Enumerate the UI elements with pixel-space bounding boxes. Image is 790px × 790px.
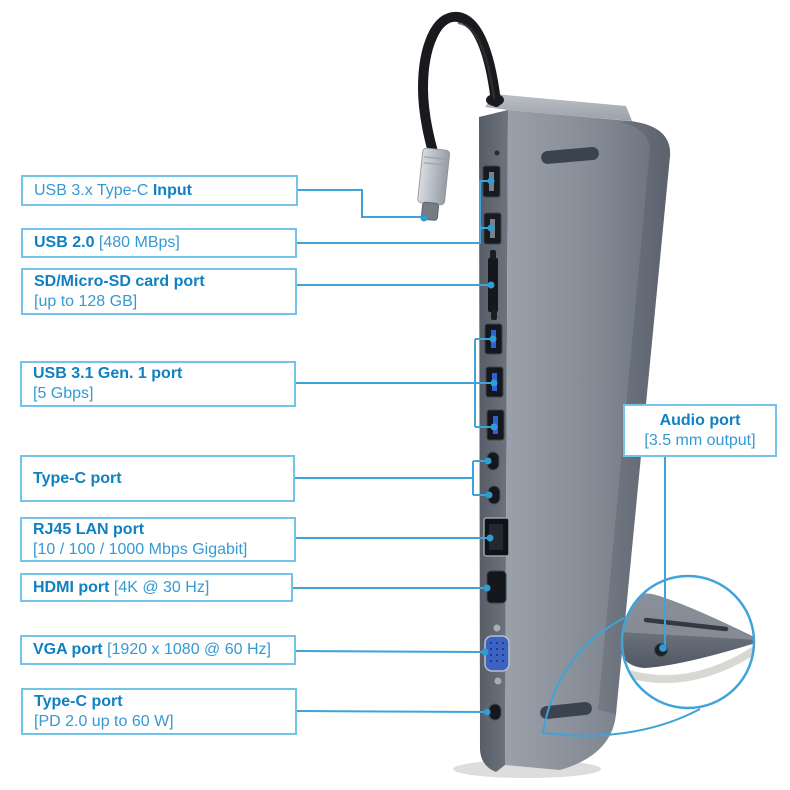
type-c-pd-port [488, 703, 502, 721]
device-top-face [485, 94, 632, 121]
callout-vga: VGA port [1920 x 1080 @ 60 Hz] [20, 635, 296, 665]
callout-text-bold: USB 2.0 [34, 234, 95, 251]
callout-text-bold: USB 3.1 Gen. 1 port [33, 365, 183, 382]
reset-pinhole [494, 150, 500, 156]
port-column [482, 150, 510, 721]
callout-type-c-pd: Type-C port [PD 2.0 up to 60 W] [21, 688, 297, 735]
magnified-device-corner [622, 593, 754, 684]
leader-vga [295, 650, 483, 653]
callout-text-bold: RJ45 LAN port [33, 520, 145, 538]
sd-microsd-slot [488, 250, 498, 320]
vga-port [484, 635, 510, 672]
device-front-face [505, 110, 671, 770]
magnifier-tail [542, 617, 625, 734]
screw-bottom [493, 676, 503, 686]
callout-usb-2-0: USB 2.0 [480 MBps] [21, 228, 297, 258]
callout-text-bold: Type-C port [33, 469, 122, 487]
rubber-pad-bottom [540, 701, 592, 720]
callout-usb-c-input: USB 3.x Type-C Input [21, 175, 298, 206]
callout-text-bold: VGA port [33, 641, 103, 658]
leader-type-c [295, 460, 486, 496]
rubber-pad-top [541, 147, 599, 164]
callout-rj45-lan: RJ45 LAN port [10 / 100 / 1000 Mbps Giga… [20, 517, 296, 562]
screw-top [492, 623, 502, 633]
usb-c-plug [417, 147, 450, 221]
audio-magnifier [542, 457, 756, 737]
callout-text-bold: Input [152, 181, 192, 199]
callout-usb-3-1: USB 3.1 Gen. 1 port [5 Gbps] [20, 361, 296, 407]
leader-audio-dot [659, 644, 667, 652]
callout-text-bold: Type-C port [34, 692, 123, 710]
leader-usb-c-input [298, 189, 421, 218]
leader-lines [293, 180, 491, 713]
leader-usb-3-1 [296, 338, 491, 428]
leader-usb-2-0 [297, 180, 488, 244]
leader-dots [420, 177, 498, 716]
callout-audio-port: Audio port [3.5 mm output] [623, 404, 777, 457]
device-port-face [479, 110, 508, 772]
callout-text-bold: SD/Micro-SD card port [34, 272, 205, 290]
callout-type-c: Type-C port [20, 455, 295, 502]
callout-text-bold: HDMI port [33, 578, 110, 596]
callout-sd-card: SD/Micro-SD card port [up to 128 GB] [21, 268, 297, 315]
callout-hdmi: HDMI port [4K @ 30 Hz] [20, 573, 293, 602]
callout-text: USB 3.x Type-C [34, 181, 153, 199]
magnifier-tail-2 [542, 708, 701, 737]
leader-type-c-pd [296, 710, 485, 713]
callout-text-bold: Audio port [659, 411, 741, 429]
